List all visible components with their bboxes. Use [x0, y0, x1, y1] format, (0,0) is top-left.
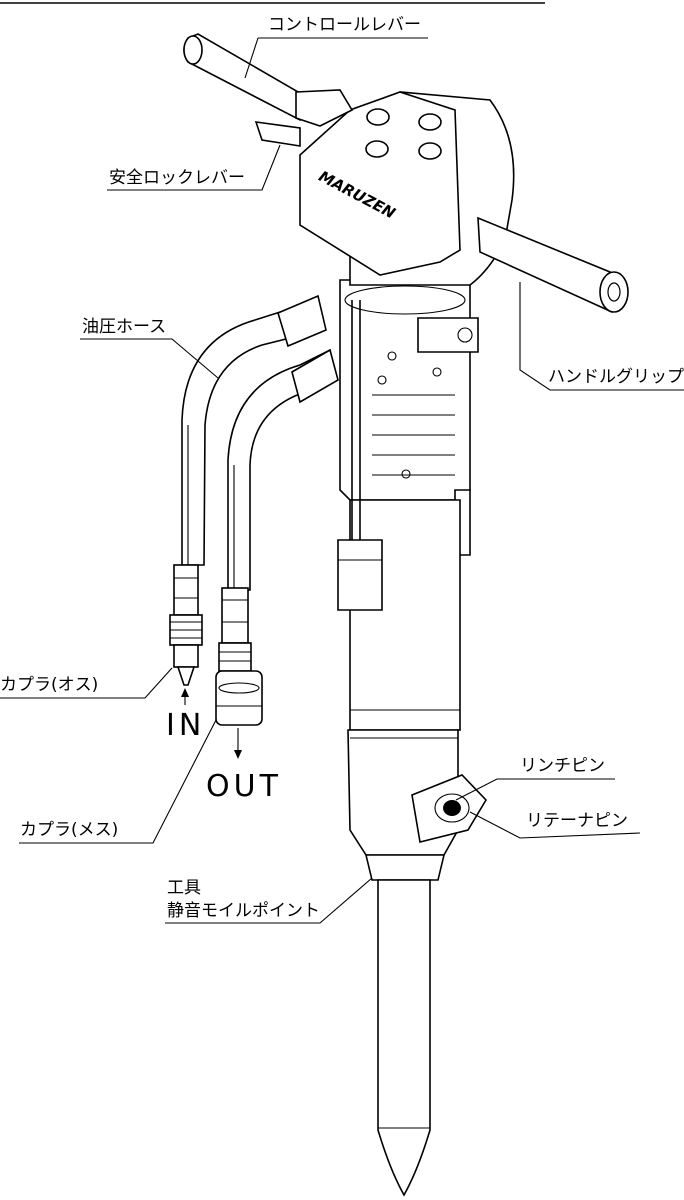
label-retainer-pin: リテーナピン — [526, 811, 628, 831]
leader-tool — [165, 877, 373, 924]
label-handle-grip: ハンドルグリップ — [548, 367, 684, 387]
label-in: IN — [166, 708, 205, 743]
label-tool-line2: 静音モイルポイント — [167, 901, 320, 921]
label-out: OUT — [206, 769, 282, 804]
label-hydraulic-hose: 油圧ホース — [82, 317, 166, 337]
control-lever-grip[interactable] — [183, 33, 314, 122]
label-coupler-male: カプラ(オス) — [0, 675, 98, 695]
out-arrow — [234, 728, 242, 759]
hose-collar-upper — [277, 294, 327, 348]
leader-coupler-male — [0, 667, 173, 699]
retainer-pin-hole — [443, 800, 461, 816]
pipe-block — [337, 539, 383, 611]
lever-bracket — [295, 89, 354, 127]
coupler-female-drawing — [215, 587, 263, 726]
in-arrow — [181, 688, 189, 705]
coupler-male-drawing — [169, 564, 203, 686]
hose-collar-lower — [291, 348, 339, 404]
leader-handle-grip — [519, 282, 684, 391]
label-lynch-pin: リンチピン — [520, 756, 605, 776]
handle-head-front — [299, 91, 461, 276]
middle-cylinder — [349, 499, 461, 731]
leader-coupler-female — [19, 719, 217, 844]
leader-safety-lock — [107, 144, 281, 191]
leader-lynch-pin — [455, 778, 615, 801]
leader-retainer-pin — [469, 811, 641, 839]
label-control-lever: コントロールレバー — [268, 15, 421, 35]
moil-point — [377, 879, 431, 1197]
label-safety-lock-lever: 安全ロックレバー — [109, 168, 245, 188]
leader-control-lever-arrow — [244, 37, 259, 79]
label-tool-line1: 工具 — [167, 878, 201, 898]
safety-lock-plate[interactable] — [254, 121, 301, 147]
clamp — [417, 317, 479, 353]
label-coupler-female: カプラ(メス) — [20, 820, 118, 840]
handle-grip-right[interactable] — [477, 216, 622, 313]
chisel-collar — [364, 854, 446, 881]
leader-hydraulic-hose — [80, 338, 219, 379]
